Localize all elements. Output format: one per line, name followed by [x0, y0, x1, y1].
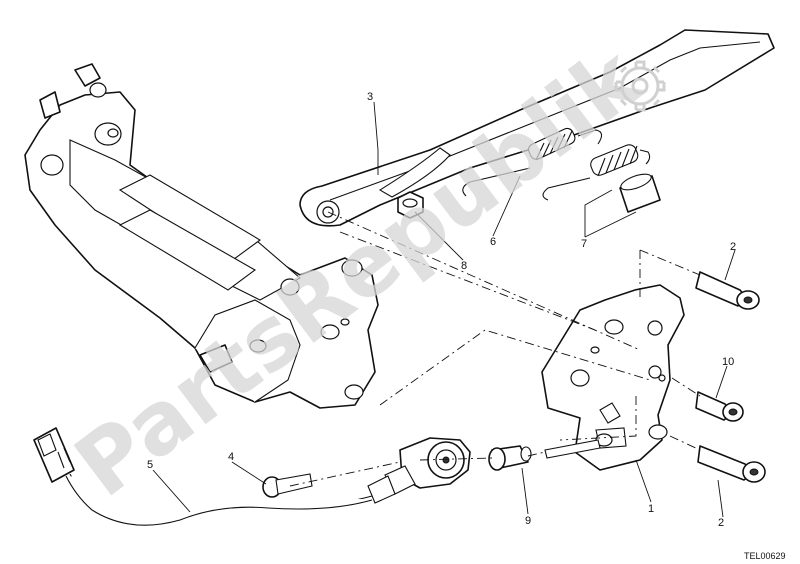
callout-4: 4	[228, 451, 234, 463]
callout-7: 7	[581, 238, 587, 250]
callout-3: 3	[367, 91, 373, 103]
callout-2-upper: 2	[730, 241, 736, 253]
gear-icon	[614, 60, 666, 112]
frame-part	[24, 63, 379, 409]
spring-small	[462, 127, 603, 197]
bushing	[397, 191, 424, 219]
callout-8: 8	[461, 260, 467, 272]
side-stand-switch	[367, 437, 471, 504]
drawing-code: TEL00629	[744, 551, 786, 561]
washer	[262, 473, 313, 498]
callout-10: 10	[722, 356, 734, 368]
spring-large	[542, 144, 651, 201]
cable-connector	[33, 427, 75, 483]
screw	[488, 445, 532, 471]
callout-1: 1	[648, 503, 654, 515]
leader-lines	[152, 101, 736, 518]
switch-cable	[65, 473, 373, 526]
spring-spacer	[619, 173, 661, 213]
callout-5: 5	[147, 459, 153, 471]
callout-9: 9	[525, 515, 531, 527]
callout-2-lower: 2	[718, 517, 724, 529]
assembly-lines	[289, 211, 701, 487]
callout-6: 6	[490, 236, 496, 248]
pivot-pin	[544, 439, 601, 459]
stand-bracket	[541, 284, 685, 471]
bolt-lower	[697, 445, 766, 483]
callout-numbers: 3 8 6 7 2 10 2 1 9 4 5	[147, 91, 736, 529]
bolt-upper	[695, 271, 760, 310]
bolt-middle	[695, 391, 744, 422]
